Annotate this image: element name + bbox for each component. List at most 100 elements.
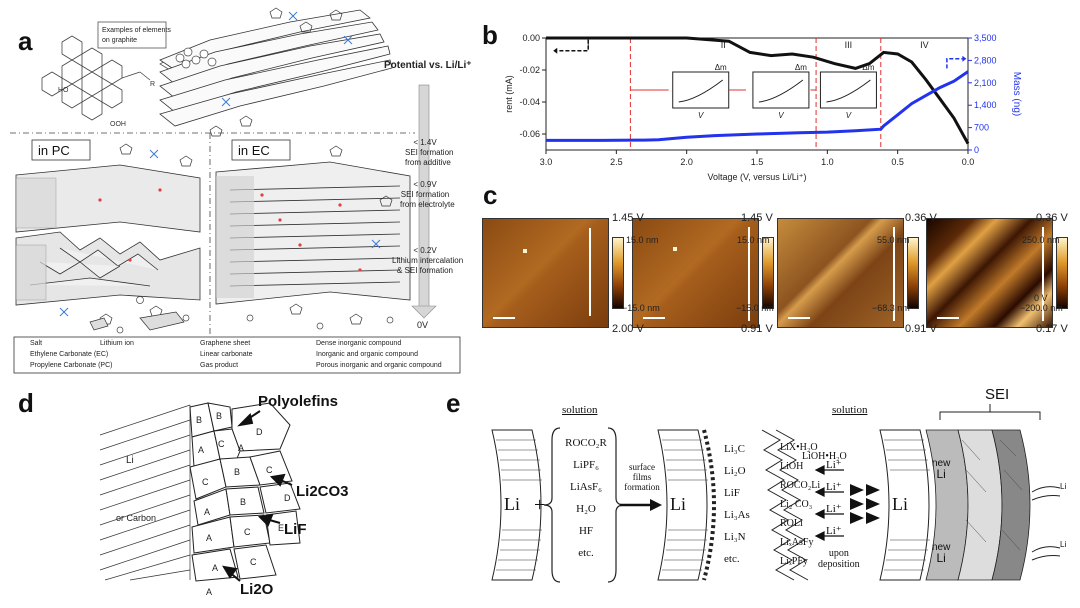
- y-left-tick-label-1: -0.02: [519, 65, 540, 75]
- li-electrode-2-hatch: [662, 439, 708, 571]
- solution-item-rocoor: ROCO₂R: [565, 437, 607, 449]
- afm-4-bottom-voltage: 0.17 V: [1036, 323, 1068, 335]
- afm-3-min: −68.3 nm: [872, 303, 910, 313]
- label-li2o: Li2O: [240, 581, 274, 598]
- legend-gas: Gas product: [200, 362, 239, 369]
- y-right-tick-label-5: 3,500: [974, 33, 997, 43]
- potential-title: Potential vs. Li/Li⁺: [384, 60, 472, 71]
- inset-box-1: [752, 71, 810, 109]
- y-right-tick-label-1: 700: [974, 123, 989, 133]
- afm-image-4: [926, 218, 1053, 328]
- x-tick-label-2: 2.0: [680, 157, 693, 167]
- grain-c3: C: [266, 465, 273, 475]
- scan-arrow-2: [748, 227, 750, 321]
- grain-c1: C: [218, 439, 225, 449]
- scale-bar-1: [493, 317, 515, 319]
- exfoliated-flake: [139, 311, 185, 331]
- scan-arrow-1: [589, 228, 591, 316]
- film-item-etc: etc.: [724, 553, 740, 565]
- in-pc-label: in PC: [38, 143, 70, 158]
- li-small-1: Li: [1060, 482, 1067, 491]
- grain-c2: C: [202, 477, 209, 487]
- li-electrode-3-hatch: [884, 439, 930, 571]
- afm-3-bottom-voltage: 0.91 V: [905, 323, 937, 335]
- y-right-tick-label-2: 1,400: [974, 100, 997, 110]
- y-left-tick-label-0: 0.00: [522, 33, 540, 43]
- examples-box: [97, 21, 167, 49]
- grain-e1: E: [278, 523, 284, 533]
- afm-1-max: 15.0 nm: [626, 235, 659, 245]
- grain-b1: B: [196, 415, 202, 425]
- solution-item-lipf6: LiPF₆: [573, 459, 599, 471]
- colorbar-4: [1056, 237, 1068, 309]
- x-tick-label-1: 2.5: [610, 157, 623, 167]
- panel-d: B B C D A C B C A B A C A C E D A A Li o…: [80, 393, 420, 605]
- x-tick-label-5: 0.5: [891, 157, 904, 167]
- sol2-item-lixasfy: LiₓAsFy: [780, 537, 814, 548]
- afm-4-zero: 0 V: [1034, 293, 1048, 303]
- y-left-tick-label-2: -0.04: [519, 97, 540, 107]
- step-1-line1: SEI formation: [405, 148, 454, 157]
- inset-dm-0: Δm: [715, 63, 727, 72]
- afm-2-min: −15.0 nm: [736, 303, 774, 313]
- sol2-item-li2co3: Li₂ CO₃: [780, 499, 813, 510]
- x-axis-label: Voltage (V, versus Li/Li⁺): [708, 172, 807, 182]
- substrate-li: Li: [126, 455, 134, 466]
- li-label-3: Li: [892, 494, 908, 514]
- afm-image-2: [632, 218, 759, 328]
- upon-deposition: upon deposition: [818, 548, 860, 570]
- y-left-axis-label: rent (mA): [504, 75, 514, 113]
- sol2-item-lioh: LiOH: [780, 461, 804, 472]
- solution-item-etc: etc.: [578, 547, 594, 559]
- li-small-2: Li: [1060, 540, 1067, 549]
- li-plus-4: Li⁺: [826, 525, 842, 537]
- x-tick-label-0: 3.0: [540, 157, 553, 167]
- afm-1-min: −15.0 nm: [622, 303, 660, 313]
- examples-text-1: Examples of elements: [102, 27, 171, 34]
- new-li-bottom-li: Li: [936, 551, 946, 565]
- plus-sign: +: [534, 494, 546, 516]
- inset-v-2: V: [846, 111, 852, 120]
- legend-porous: Porous inorganic and organic compound: [316, 362, 442, 369]
- inset-dm-1: Δm: [795, 63, 807, 72]
- new-li-top: new Li: [932, 458, 950, 480]
- afm-1-bottom-voltage: 2.00 V: [612, 323, 644, 335]
- y-right-tick-label-3: 2,100: [974, 78, 997, 88]
- substrate-hatching: [99, 404, 191, 581]
- x-tick-label-4: 1.0: [821, 157, 834, 167]
- li-electrode-2: [657, 429, 708, 581]
- sei-layers: [925, 429, 1031, 581]
- inset-box-0: [672, 71, 730, 109]
- film-list: Li₃C Li₂O LiF Li₃As Li₃N etc.: [724, 438, 750, 570]
- sol2-list: LiX•H₂O LiOH•H₂O LiOH ROCO₂Li Li₂ CO₃ RO…: [780, 438, 847, 571]
- panel-label-e: e: [446, 388, 461, 418]
- step-1-line2: from additive: [405, 158, 451, 167]
- panel-d-drawing: B B C D A C B C A B A C A C E D A A Li o…: [99, 402, 301, 597]
- afm-image-1: [482, 218, 609, 328]
- examples-text-2: on graphite: [102, 37, 137, 44]
- afm-3-top-voltage: 0.36 V: [905, 212, 937, 224]
- top-salts: [221, 11, 353, 107]
- group-r: R: [150, 81, 155, 88]
- graphite-molecule: [41, 35, 151, 121]
- grain-b4: B: [240, 497, 246, 507]
- inset-curve-1: [758, 79, 804, 103]
- surface-film-1: [702, 429, 716, 581]
- grain-d2: D: [284, 493, 291, 503]
- x-tick-label-6: 0.0: [962, 157, 975, 167]
- sei-bracket: [939, 411, 1041, 420]
- new-li-bottom: new Li: [932, 542, 950, 564]
- film-item-lif: LiF: [724, 487, 740, 499]
- solution-item-h2o: H₂O: [576, 503, 596, 515]
- scan-arrow-4: [1042, 227, 1044, 321]
- legend-ec: Ethylene Carbonate (EC): [30, 351, 109, 358]
- deposition-text: deposition: [818, 559, 860, 570]
- colorbar-1: [612, 237, 624, 309]
- step-3: < 0.2V Lithium intercalation & SEI forma…: [392, 246, 463, 276]
- afm-image-2-speck: [673, 247, 677, 251]
- substrate-carbon: or Carbon: [116, 513, 156, 523]
- colorbar-2: [762, 237, 774, 309]
- grain-b2: B: [216, 411, 222, 421]
- sei-grains: [189, 402, 301, 582]
